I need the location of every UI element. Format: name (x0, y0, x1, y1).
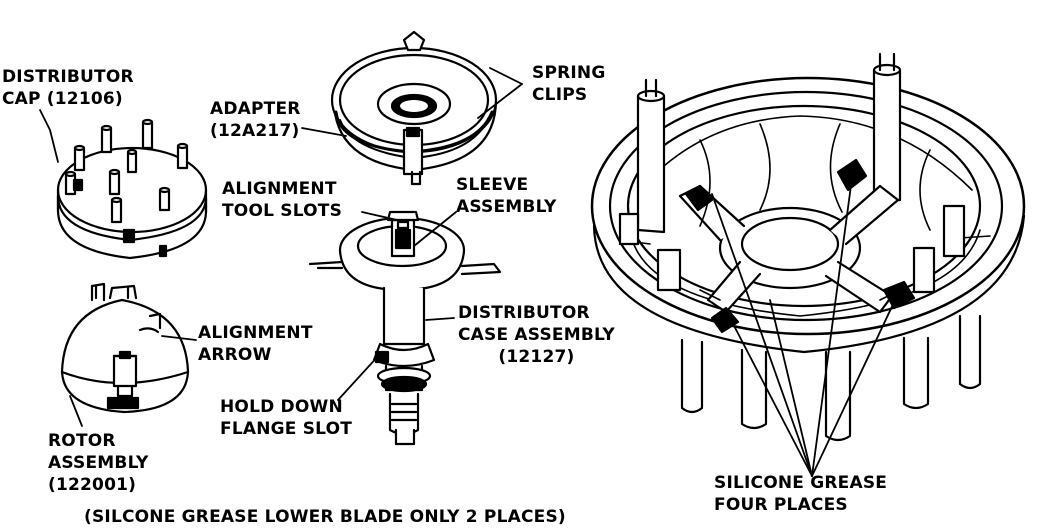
leader-sleeve-assembly (413, 211, 457, 247)
label-rotor-assembly: ROTOR ASSEMBLY (122001) (48, 431, 149, 495)
caption-silicone-grease-rotor: (SILCONE GREASE LOWER BLADE ONLY 2 PLACE… (84, 507, 566, 527)
leader-grease-3 (729, 317, 813, 477)
leader-lines (39, 67, 897, 477)
label-distributor-case-assembly: DISTRIBUTOR CASE ASSEMBLY (12127) (458, 303, 615, 367)
label-silicone-grease: SILICONE GREASE FOUR PLACES (714, 473, 888, 515)
leader-grease-4 (811, 297, 897, 477)
label-alignment-arrow: ALIGNMENT ARROW (198, 323, 313, 365)
label-adapter: ADAPTER (12A217) (210, 99, 301, 141)
rotor-assembly-drawing (60, 282, 190, 414)
leader-rotor-assembly (69, 395, 83, 427)
label-alignment-tool-slots: ALIGNMENT TOOL SLOTS (222, 179, 343, 221)
leader-spring-clips-1 (489, 67, 523, 85)
leader-grease-5 (769, 299, 813, 477)
distributor-cap-drawing (56, 118, 208, 260)
leader-alignment-arrow (161, 335, 197, 341)
cap-interior-drawing (590, 52, 1026, 442)
leader-spring-clips-2 (477, 83, 523, 119)
leader-grease-1 (711, 193, 813, 477)
adapter-drawing (330, 30, 498, 186)
leader-grease-2 (811, 177, 853, 477)
label-hold-down-flange-slot: HOLD DOWN FLANGE SLOT (220, 397, 353, 439)
leader-distributor-cap (39, 109, 59, 163)
leader-distributor-case (425, 317, 455, 321)
distributor-case-drawing (308, 210, 502, 446)
label-spring-clips: SPRING CLIPS (532, 63, 606, 105)
label-distributor-cap: DISTRIBUTOR CAP (12106) (2, 67, 134, 109)
leader-hold-down-flange (337, 353, 381, 401)
leader-adapter (301, 127, 347, 137)
leader-alignment-tool-slots (361, 211, 407, 223)
label-sleeve-assembly: SLEEVE ASSEMBLY (456, 175, 557, 217)
